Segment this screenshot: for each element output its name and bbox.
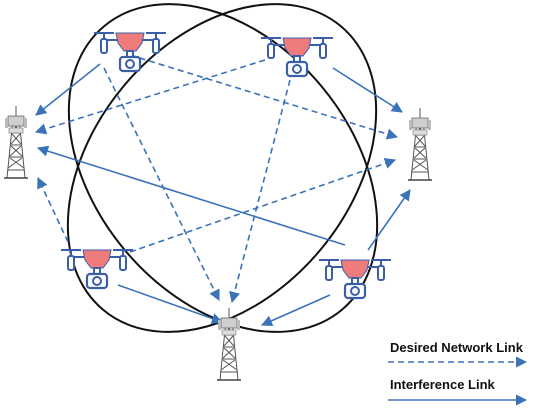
solid-link: [367, 189, 411, 251]
links: [34, 54, 411, 327]
ellipse-right: [66, 3, 378, 333]
drone-camera-icon: [259, 36, 335, 78]
solid-link: [35, 63, 101, 116]
solid-link: [260, 294, 331, 327]
solid-link: [332, 67, 403, 113]
legend-label-interference: Interference Link: [390, 377, 496, 392]
dashed-link: [129, 158, 397, 253]
legend-label-desired: Desired Network Link: [390, 340, 524, 355]
dashed-link: [37, 176, 69, 243]
solid-link: [117, 284, 224, 324]
cell-tower-icon: [3, 105, 29, 179]
drone-camera-icon: [59, 248, 135, 290]
dashed-link: [229, 79, 291, 304]
dashed-link: [34, 59, 266, 135]
solid-link: [36, 145, 346, 246]
cell-tower-icon: [407, 107, 433, 181]
dashed-link: [129, 54, 399, 140]
drone-camera-icon: [92, 31, 168, 73]
drone-camera-icon: [317, 258, 393, 300]
dashed-link: [103, 67, 220, 302]
legend: Desired Network Link Interference Link: [388, 340, 528, 406]
cell-tower-icon: [216, 307, 242, 381]
